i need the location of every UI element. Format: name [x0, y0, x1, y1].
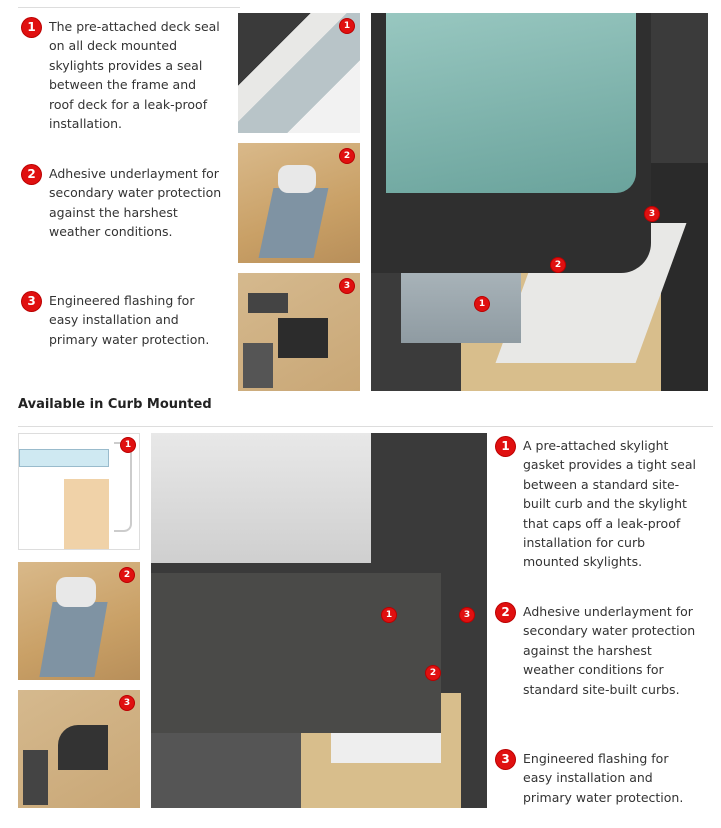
number-badge-icon: 1	[382, 608, 396, 622]
gasket-diagram-thumbnail: 1	[18, 433, 140, 550]
number-badge-icon: 2	[22, 165, 41, 184]
number-badge-icon: 1	[475, 297, 489, 311]
deck-feature-2: 2 Adhesive underlayment for secondary wat…	[22, 164, 224, 242]
number-badge-icon: 3	[460, 608, 474, 622]
curb-mounted-skylight-image: 1 2 3	[151, 433, 487, 808]
number-badge-icon: 2	[551, 258, 565, 272]
number-badge-icon: 3	[645, 207, 659, 221]
feature-text: Engineered flashing for easy installatio…	[49, 293, 210, 347]
underlayment-thumbnail: 2	[238, 143, 360, 263]
number-badge-icon: 2	[426, 666, 440, 680]
divider	[18, 426, 713, 427]
number-badge-icon: 2	[120, 568, 134, 582]
flashing-thumbnail: 3	[18, 690, 140, 808]
number-badge-icon: 1	[22, 18, 41, 37]
section-heading: Available in Curb Mounted	[18, 397, 212, 412]
curb-feature-2: 2 Adhesive underlayment for secondary wat…	[496, 602, 698, 699]
deck-feature-3: 3 Engineered flashing for easy installati…	[22, 291, 224, 349]
deck-feature-1: 1 The pre-attached deck seal on all deck …	[22, 17, 224, 133]
feature-text: Engineered flashing for easy installatio…	[523, 751, 684, 805]
deck-mounted-skylight-image: 1 2 3	[371, 13, 708, 391]
number-badge-icon: 3	[340, 279, 354, 293]
number-badge-icon: 1	[121, 438, 135, 452]
feature-text: Adhesive underlayment for secondary wate…	[523, 604, 696, 697]
number-badge-icon: 3	[496, 750, 515, 769]
feature-text: A pre-attached skylight gasket provides …	[523, 438, 696, 570]
number-badge-icon: 1	[496, 437, 515, 456]
flashing-thumbnail: 3	[238, 273, 360, 391]
curb-feature-1: 1 A pre-attached skylight gasket provides…	[496, 436, 698, 572]
feature-text: The pre-attached deck seal on all deck m…	[49, 19, 220, 132]
divider	[18, 7, 240, 8]
curb-feature-3: 3 Engineered flashing for easy installati…	[496, 749, 698, 807]
underlayment-thumbnail: 2	[18, 562, 140, 680]
number-badge-icon: 3	[120, 696, 134, 710]
number-badge-icon: 3	[22, 292, 41, 311]
number-badge-icon: 2	[496, 603, 515, 622]
number-badge-icon: 1	[340, 19, 354, 33]
feature-text: Adhesive underlayment for secondary wate…	[49, 166, 222, 240]
deck-seal-thumbnail: 1	[238, 13, 360, 133]
number-badge-icon: 2	[340, 149, 354, 163]
